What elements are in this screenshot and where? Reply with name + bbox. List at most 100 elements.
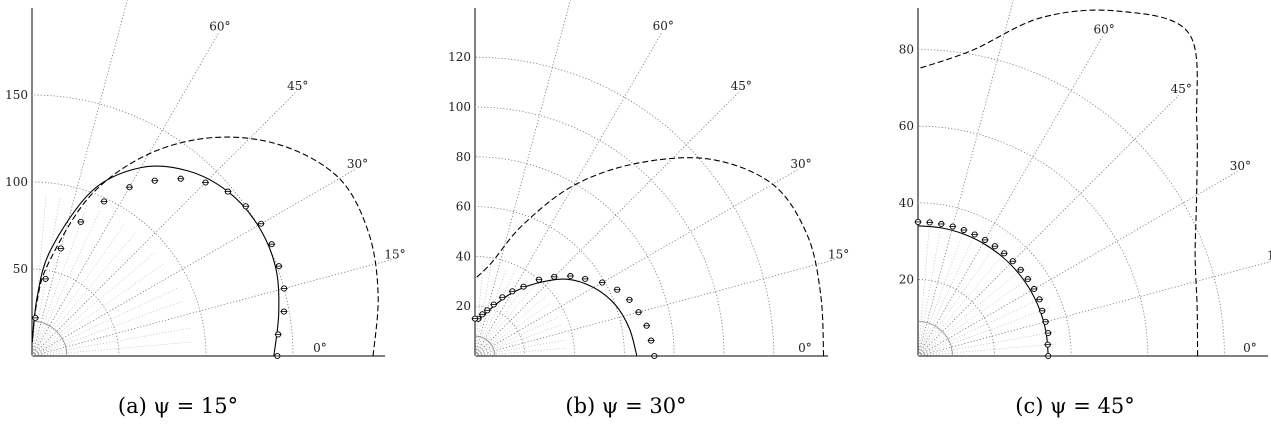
radial-subline bbox=[474, 317, 559, 357]
r-tick-label: 100 bbox=[448, 100, 471, 114]
radial-subline bbox=[474, 347, 567, 357]
angle-label: 60° bbox=[1093, 23, 1114, 37]
radial-subline bbox=[474, 264, 484, 357]
radial-gridline bbox=[31, 33, 219, 357]
r-tick-label: 120 bbox=[448, 50, 471, 64]
data-point bbox=[949, 223, 957, 230]
data-point bbox=[635, 309, 643, 316]
data-point bbox=[1044, 330, 1052, 337]
data-point bbox=[151, 177, 159, 184]
angle-label: 45° bbox=[287, 79, 308, 93]
data-point bbox=[1035, 296, 1043, 303]
data-point bbox=[508, 288, 516, 295]
r-tick-label: 150 bbox=[5, 88, 28, 102]
data-point bbox=[650, 352, 658, 360]
data-point bbox=[535, 276, 543, 283]
radial-arc bbox=[474, 56, 775, 357]
angle-label: 15° bbox=[384, 248, 405, 262]
radial-subline bbox=[31, 288, 178, 357]
angle-label: 0° bbox=[1243, 341, 1257, 355]
r-tick-label: 60 bbox=[456, 200, 471, 214]
radial-gridline bbox=[474, 91, 740, 357]
data-point bbox=[242, 203, 250, 210]
radial-gridline bbox=[31, 169, 355, 357]
data-point bbox=[1042, 318, 1050, 325]
data-point bbox=[1017, 266, 1025, 273]
data-point bbox=[201, 179, 209, 186]
radial-arc bbox=[917, 49, 1225, 357]
radial-subline bbox=[474, 303, 551, 357]
data-point bbox=[581, 275, 589, 282]
data-point bbox=[490, 301, 498, 308]
data-point bbox=[1030, 285, 1038, 293]
radial-arc bbox=[474, 305, 526, 357]
data-point bbox=[280, 308, 288, 315]
r-tick-label: 100 bbox=[5, 175, 28, 189]
radial-gridline bbox=[474, 259, 836, 357]
radial-subline bbox=[31, 224, 125, 357]
radial-gridline bbox=[31, 0, 128, 357]
data-point bbox=[960, 226, 968, 234]
data-point bbox=[1038, 307, 1046, 314]
data-point bbox=[914, 218, 922, 225]
solid-series-line bbox=[31, 165, 280, 357]
radial-subline bbox=[31, 327, 190, 357]
r-tick-label: 60 bbox=[899, 119, 914, 133]
radial-subline bbox=[917, 247, 1009, 357]
radial-subline bbox=[474, 339, 566, 357]
data-point bbox=[280, 285, 288, 292]
reference-arc bbox=[917, 321, 953, 357]
r-tick-label: 20 bbox=[456, 299, 471, 313]
radial-arc bbox=[31, 94, 294, 357]
data-point bbox=[100, 198, 108, 205]
radial-gridline bbox=[917, 94, 1180, 357]
panel-caption: (b) ψ = 30° bbox=[565, 394, 686, 418]
radial-arc bbox=[917, 125, 1149, 357]
solid-series-line bbox=[474, 278, 638, 357]
radial-gridline bbox=[917, 36, 1103, 357]
angle-label: 60° bbox=[653, 19, 674, 33]
data-point bbox=[981, 236, 989, 243]
radial-subline bbox=[474, 265, 492, 357]
angle-label: 30° bbox=[347, 157, 368, 171]
data-point bbox=[1044, 341, 1052, 348]
angle-label: 0° bbox=[798, 341, 812, 355]
radial-gridline bbox=[31, 259, 392, 357]
dashed-series-line bbox=[917, 9, 1199, 357]
radial-subline bbox=[917, 215, 931, 357]
data-point bbox=[613, 286, 621, 293]
data-point bbox=[566, 272, 574, 280]
radial-gridline bbox=[474, 32, 662, 357]
radial-arc bbox=[474, 106, 725, 357]
radial-arc bbox=[31, 268, 120, 357]
data-point bbox=[273, 352, 281, 360]
radial-subline bbox=[474, 272, 514, 357]
data-point bbox=[77, 218, 85, 225]
radial-subline bbox=[31, 263, 164, 357]
radial-gridline bbox=[31, 92, 296, 357]
data-point bbox=[1024, 276, 1032, 283]
angle-label: 15° bbox=[1267, 249, 1271, 263]
radial-gridline bbox=[474, 169, 799, 357]
data-point bbox=[937, 220, 945, 228]
r-tick-label: 40 bbox=[456, 249, 471, 263]
reference-arc bbox=[31, 320, 68, 357]
radial-arc bbox=[474, 256, 575, 357]
r-tick-label: 80 bbox=[899, 43, 914, 57]
data-point bbox=[625, 296, 633, 303]
angle-label: 45° bbox=[731, 79, 752, 93]
data-point bbox=[991, 243, 999, 250]
data-point bbox=[598, 279, 606, 286]
r-tick-label: 80 bbox=[456, 150, 471, 164]
panel-caption: (a) ψ = 15° bbox=[118, 394, 238, 418]
dashed-series-line bbox=[31, 136, 379, 357]
angle-label: 15° bbox=[828, 248, 849, 262]
radial-subline bbox=[31, 252, 155, 357]
radial-subline bbox=[917, 274, 1034, 357]
radial-gridline bbox=[917, 260, 1271, 357]
radial-gridline bbox=[917, 171, 1238, 357]
radial-subline bbox=[31, 233, 136, 357]
